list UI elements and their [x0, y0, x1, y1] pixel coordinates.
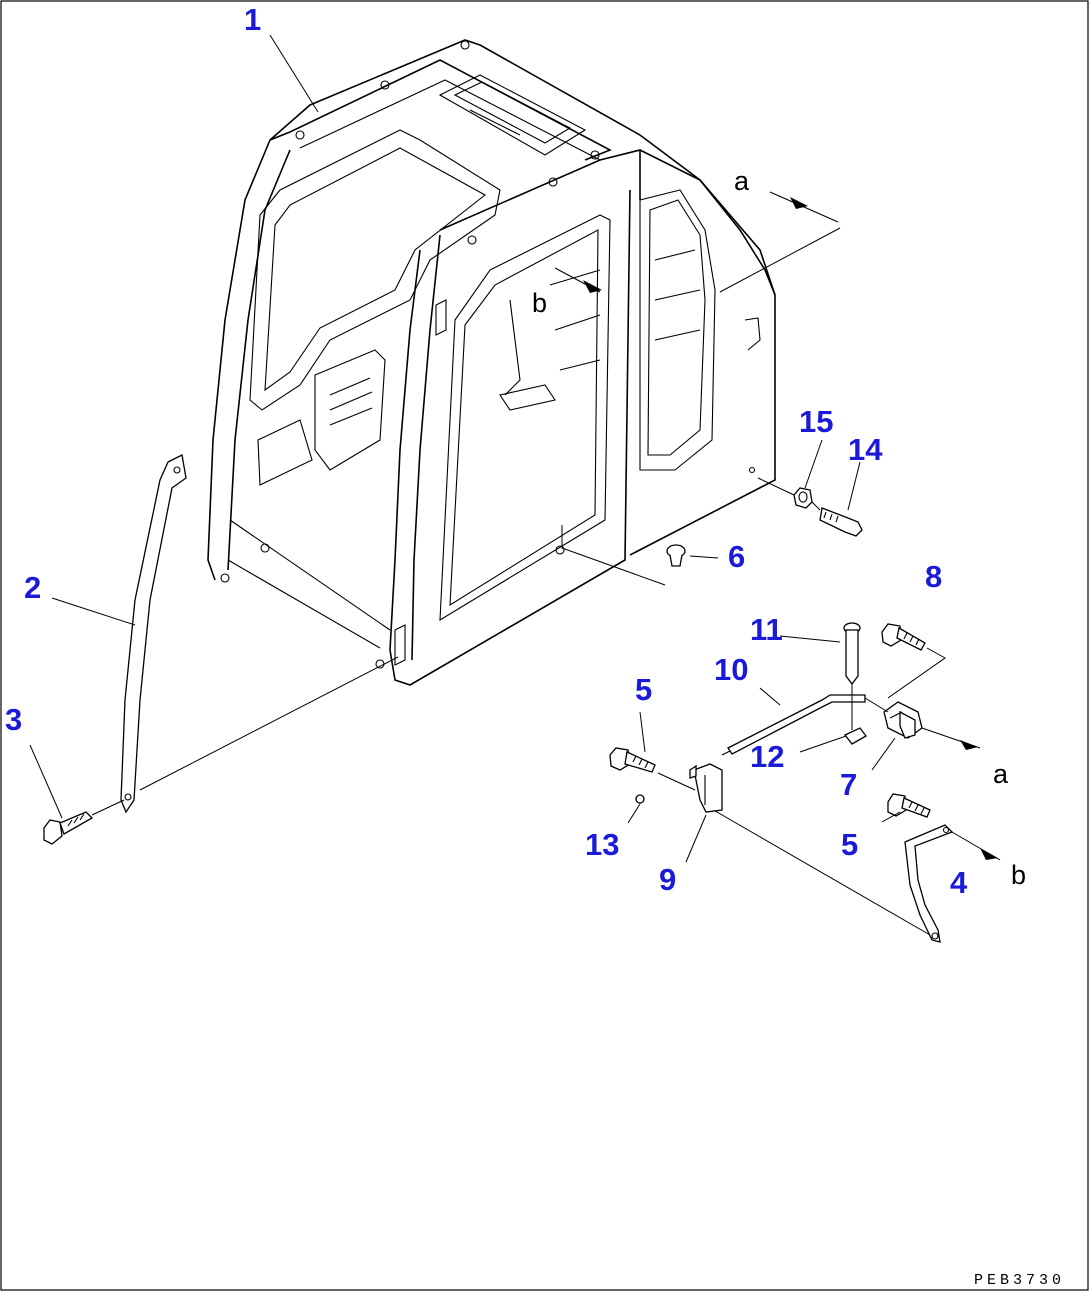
washer-13	[635, 794, 645, 804]
bolt-5-upper	[609, 747, 656, 773]
ref-label-a-top: a	[734, 166, 750, 196]
callout-9: 9	[659, 862, 676, 897]
rod-10	[721, 694, 866, 756]
clip-12	[843, 727, 867, 745]
callout-leaders	[29, 34, 901, 863]
ref-label-a-bracket: a	[993, 759, 1009, 789]
plate-9	[689, 763, 723, 813]
pin-11	[843, 622, 861, 686]
cab-frame	[207, 39, 776, 686]
callout-5-lower: 5	[841, 827, 858, 862]
callout-12: 12	[750, 739, 784, 774]
leader-rod	[864, 697, 889, 713]
stay-right	[904, 824, 954, 943]
leader-plug	[561, 525, 719, 586]
callout-14: 14	[848, 432, 883, 467]
callout-13: 13	[585, 827, 619, 862]
arrow-head-b	[583, 280, 602, 293]
ref-line-a-top	[719, 227, 841, 293]
leader-stay-to-plate	[709, 807, 931, 936]
bracket-7	[883, 701, 923, 739]
callout-6: 6	[728, 539, 745, 574]
arrow-head-b-stay	[980, 848, 998, 860]
bolt-5-lower	[887, 793, 931, 818]
callout-4: 4	[950, 865, 968, 900]
callout-8: 8	[925, 559, 942, 594]
callout-5-upper: 5	[635, 672, 652, 707]
leader-bolt5-upper	[657, 772, 696, 791]
leader-bolt8	[887, 647, 946, 699]
bolt-8	[881, 623, 926, 651]
arrow-head-a-top	[790, 197, 808, 209]
drawing-code: PEB3730	[974, 1272, 1065, 1289]
callout-7: 7	[840, 767, 857, 802]
plug-6	[666, 544, 686, 567]
bolt-14	[819, 507, 863, 537]
ref-label-b-cab: b	[532, 288, 547, 318]
callout-3: 3	[5, 702, 22, 737]
nut-15	[793, 487, 813, 509]
stay-left	[120, 454, 187, 814]
bolt-3	[43, 811, 94, 845]
callout-10: 10	[714, 652, 748, 687]
leader-nut	[757, 477, 821, 511]
callout-15: 15	[799, 404, 833, 439]
callout-11: 11	[750, 612, 783, 647]
leader-stay-to-cab	[91, 656, 399, 816]
callout-1: 1	[244, 2, 261, 37]
ref-label-b-stay: b	[1011, 860, 1026, 890]
callout-2: 2	[24, 570, 41, 605]
arrow-head-a-bracket	[960, 740, 978, 750]
